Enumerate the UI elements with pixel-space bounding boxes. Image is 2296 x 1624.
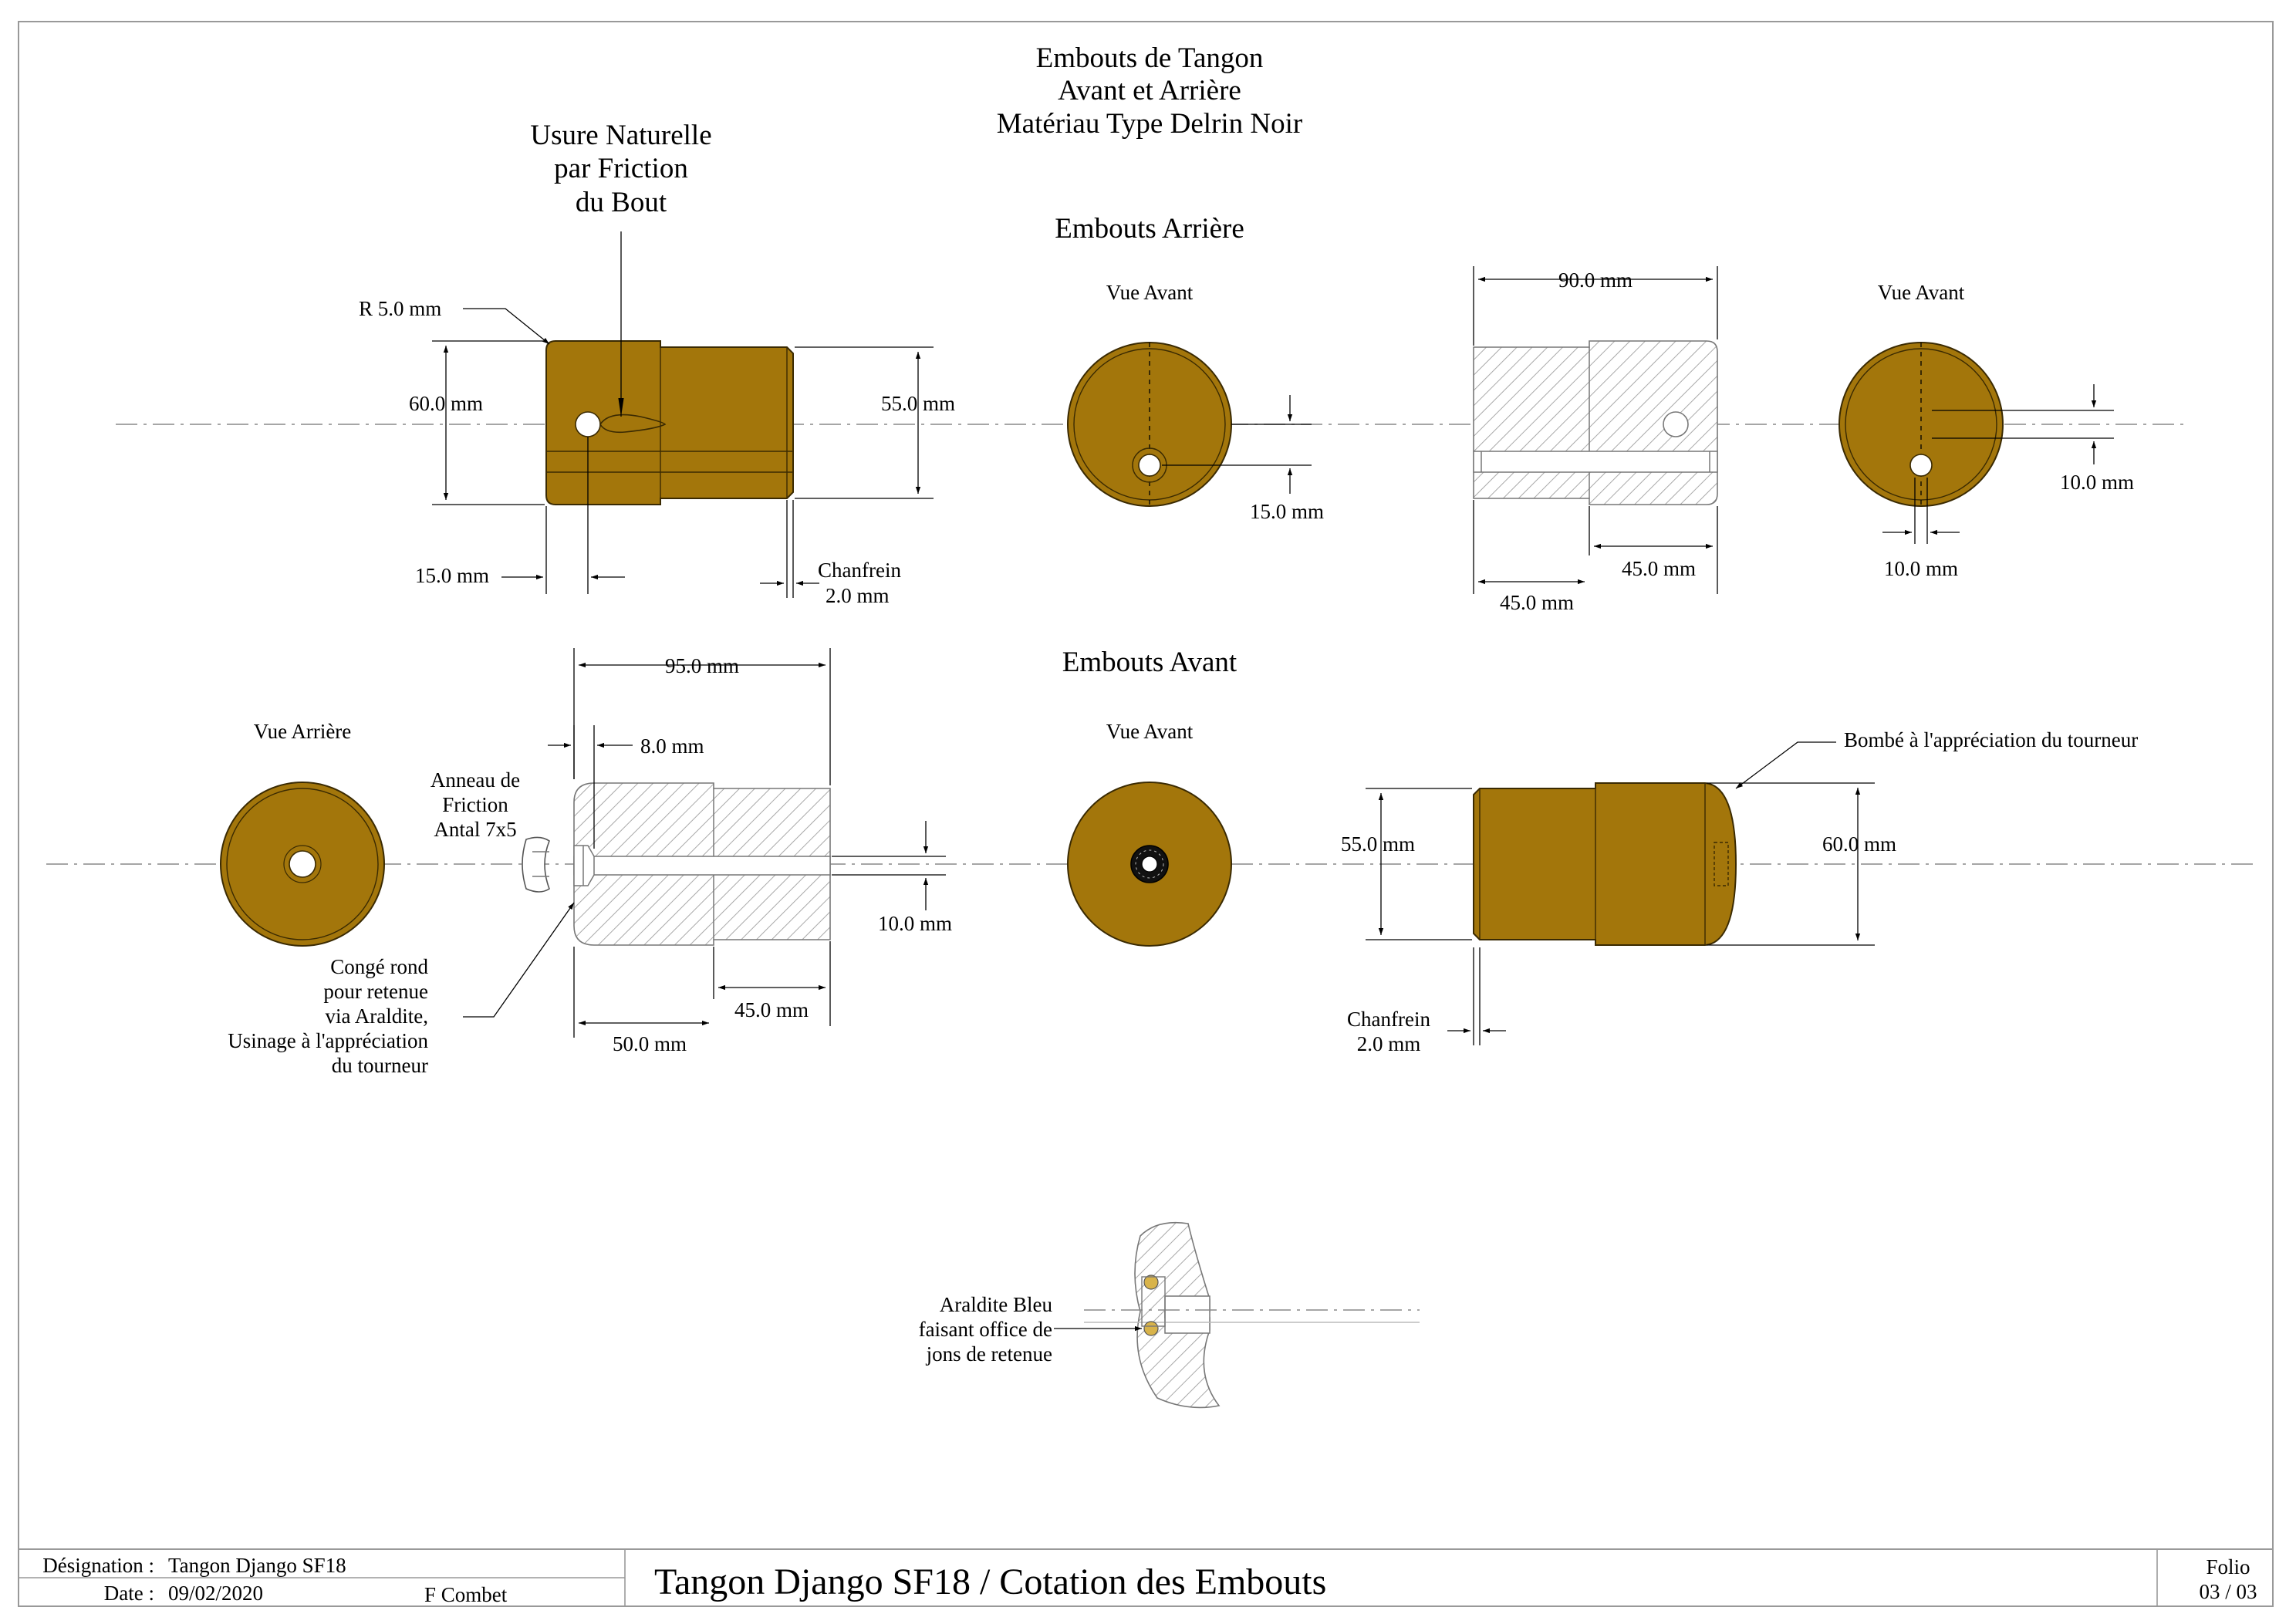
front-len-b-label: 50.0 mm [613,1032,687,1055]
front-end-side-view [1473,782,1737,946]
conge-line-4: Usinage à l'appréciation [228,1029,428,1052]
dim-chamfer-front: Chanfrein 2.0 mm [1347,947,1506,1055]
rear-len-b-label: 45.0 mm [1500,591,1574,614]
front-len-a-label: 45.0 mm [734,998,809,1021]
dim-chamfer-rear: Chanfrein 2.0 mm [760,500,901,607]
dim-bore: 10.0 mm [832,821,952,935]
hole-center-label: 15.0 mm [1250,500,1324,523]
header-title-line-3: Matériau Type Delrin Noir [997,108,1302,140]
rear-end-section-view [1473,340,1718,505]
front-front-view-label: Vue Avant [1106,720,1194,743]
title-block: Désignation : Tangon Django SF18 Date : … [18,1548,2274,1607]
rear-length-label: 90.0 mm [1558,268,1633,292]
conge-line-3: via Araldite, [326,1004,428,1028]
wear-callout-line-2: par Friction [554,153,688,184]
dim-height-outer: 60.0 mm [409,340,545,505]
conge-line-2: pour retenue [323,980,428,1003]
detail-line-2: faisant office de [919,1318,1052,1341]
conge-line-5: du tourneur [332,1054,428,1077]
front-length-label: 95.0 mm [665,654,739,677]
rear-front-view-2-label: Vue Avant [1878,281,1965,304]
bombe-label: Bombé à l'appréciation du tourneur [1844,728,2138,751]
dim-front-length: 95.0 mm [573,648,831,785]
dim-front-len-a: 45.0 mm [713,941,831,1026]
bombe-callout: Bombé à l'appréciation du tourneur [1735,728,2138,789]
header-title-line-1: Embouts de Tangon [1036,42,1264,74]
rear-section-title: Embouts Arrière [1055,213,1244,245]
wear-callout-line-3: du Bout [576,187,667,218]
radius-label: R 5.0 mm [359,297,441,320]
dim-rear-length: 90.0 mm [1473,266,1718,346]
header-title: Embouts de Tangon Avant et Arrière Matér… [997,42,1302,140]
wear-callout: Usure Naturelle par Friction du Bout [530,120,712,417]
header-title-line-2: Avant et Arrière [1058,75,1241,106]
rear-end-side-view [545,340,794,505]
detail-line-3: jons de retenue [926,1342,1052,1366]
dim-hole-offset: 15.0 mm [415,437,625,594]
ring-line-3: Antal 7x5 [434,818,516,841]
dim-front-height-inner: 55.0 mm [1341,788,1472,940]
front-section-title: Embouts Avant [1062,647,1237,678]
designation-label: Désignation : [42,1554,154,1577]
rear-front-view-1: Vue Avant 15.0 mm [1067,281,1324,523]
drawing-title: Tangon Django SF18 / Cotation des Embout… [654,1562,1326,1602]
radius-dimension: R 5.0 mm [359,297,550,345]
front-back-view-label: Vue Arrière [254,720,352,743]
groove-label: 8.0 mm [640,734,704,758]
date-label: Date : [104,1582,154,1605]
height-outer-label: 60.0 mm [409,392,483,415]
hole-d1-label: 10.0 mm [2060,471,2134,494]
detail-view: Araldite Bleu faisant office de jons de … [919,1221,1420,1409]
detail-line-1: Araldite Bleu [940,1293,1053,1316]
folio-value: 03 / 03 [2199,1580,2257,1603]
chamfer-front-line-2: 2.0 mm [1357,1032,1421,1055]
chamfer-rear-line-1: Chanfrein [818,559,901,582]
rear-front-view-1-label: Vue Avant [1106,281,1194,304]
ring-line-1: Anneau de [430,768,520,792]
date-value: 09/02/2020 [168,1582,263,1605]
bore-label: 10.0 mm [878,912,952,935]
chamfer-rear-line-2: 2.0 mm [826,584,890,607]
chamfer-front-line-1: Chanfrein [1347,1008,1430,1031]
folio-label: Folio [2206,1555,2250,1578]
front-height-outer-label: 60.0 mm [1822,832,1896,856]
dim-height-inner: 55.0 mm [795,346,955,499]
ring-line-2: Friction [442,793,508,816]
designation-value: Tangon Django SF18 [168,1554,346,1577]
height-inner-label: 55.0 mm [881,392,955,415]
friction-ring: Anneau de Friction Antal 7x5 [430,768,550,893]
hole-offset-label: 15.0 mm [415,564,489,587]
front-front-view: Vue Avant [1067,720,1232,947]
conge-callout: Congé rond pour retenue via Araldite, Us… [228,902,575,1077]
conge-line-1: Congé rond [330,955,428,978]
front-back-view: Vue Arrière [220,720,385,947]
dim-front-len-b: 50.0 mm [573,947,709,1055]
wear-callout-line-1: Usure Naturelle [530,120,711,151]
dim-rear-len-a: 45.0 mm [1589,506,1718,594]
front-height-inner-label: 55.0 mm [1341,832,1415,856]
dim-groove: 8.0 mm [548,725,704,849]
dim-front-height-outer: 60.0 mm [1707,782,1896,946]
rear-len-a-label: 45.0 mm [1622,557,1696,580]
dim-rear-len-b: 45.0 mm [1473,500,1585,614]
front-end-section-view [573,782,831,946]
rear-front-view-2: Vue Avant 10.0 mm 10.0 mm [1838,281,2134,580]
author-label: F Combet [424,1583,508,1606]
hole-d2-label: 10.0 mm [1884,557,1958,580]
